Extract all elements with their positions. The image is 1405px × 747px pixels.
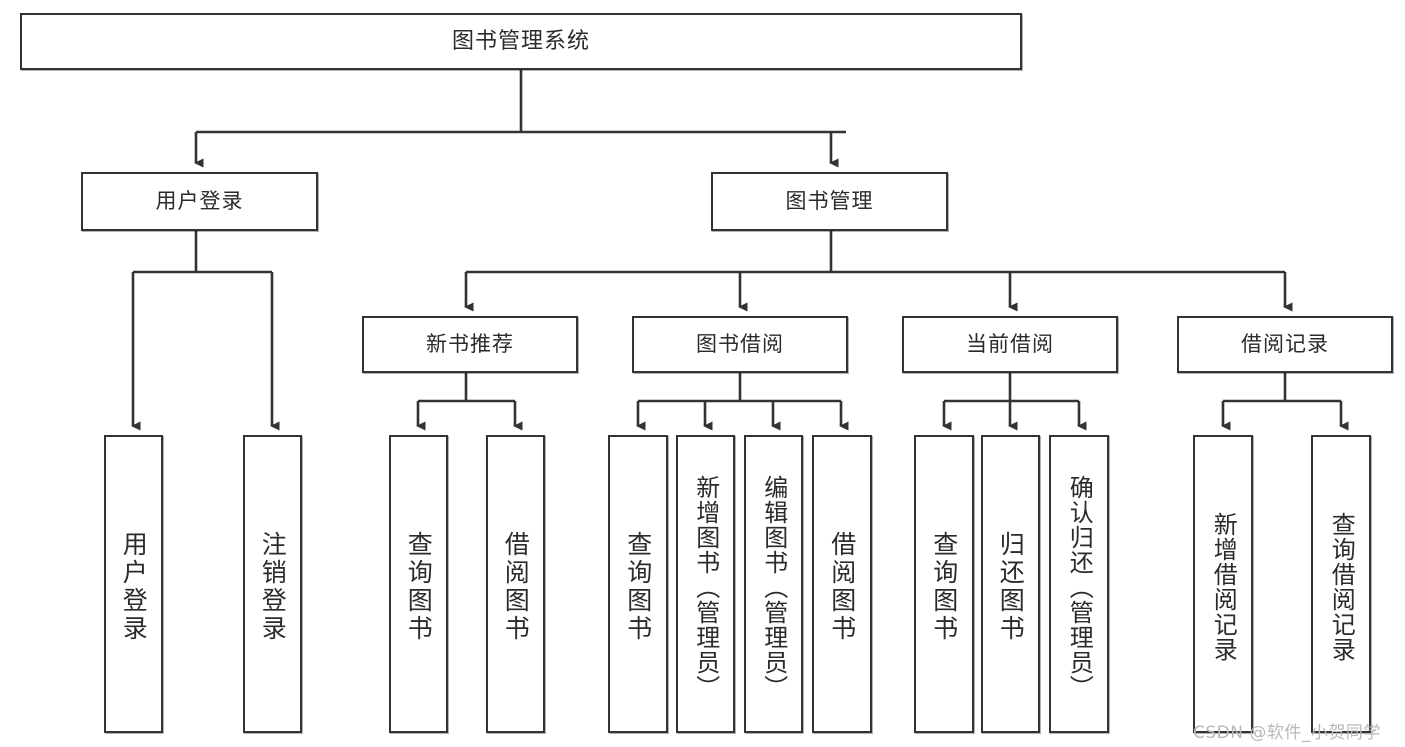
node-book-manage-label: 图书管理 bbox=[785, 189, 874, 214]
leaf-nb-query-book-label: 查询图书 bbox=[404, 531, 434, 643]
leaf-cb-return-book[interactable]: 归还图书 bbox=[981, 435, 1040, 733]
leaf-br-query-record-label: 查询借阅记录 bbox=[1327, 512, 1356, 662]
leaf-bb-add-book-admin-label: 新增图书（管理员） bbox=[691, 474, 720, 700]
node-borrow-records-label: 借阅记录 bbox=[1241, 332, 1329, 357]
leaf-bb-query-book-label: 查询图书 bbox=[623, 531, 653, 643]
node-current-borrow[interactable]: 当前借阅 bbox=[902, 316, 1118, 373]
leaf-bb-edit-book-admin-label: 编辑图书（管理员） bbox=[759, 474, 788, 700]
leaf-cb-query-book-label: 查询图书 bbox=[929, 531, 959, 643]
leaf-cb-return-book-label: 归还图书 bbox=[996, 531, 1026, 643]
node-current-borrow-label: 当前借阅 bbox=[966, 332, 1054, 357]
leaf-br-query-record[interactable]: 查询借阅记录 bbox=[1311, 435, 1371, 733]
leaf-br-add-record[interactable]: 新增借阅记录 bbox=[1193, 435, 1253, 733]
node-book-borrow-label: 图书借阅 bbox=[696, 332, 784, 357]
leaf-bb-add-book-admin[interactable]: 新增图书（管理员） bbox=[676, 435, 735, 733]
node-new-book-recommend[interactable]: 新书推荐 bbox=[362, 316, 578, 373]
leaf-cb-confirm-return-admin[interactable]: 确认归还（管理员） bbox=[1049, 435, 1109, 733]
leaf-bb-query-book[interactable]: 查询图书 bbox=[608, 435, 668, 733]
leaf-bb-edit-book-admin[interactable]: 编辑图书（管理员） bbox=[744, 435, 803, 733]
leaf-logout[interactable]: 注销登录 bbox=[243, 435, 302, 733]
node-new-book-recommend-label: 新书推荐 bbox=[426, 332, 514, 357]
leaf-br-add-record-label: 新增借阅记录 bbox=[1209, 512, 1238, 662]
leaf-cb-confirm-return-admin-label: 确认归还（管理员） bbox=[1065, 474, 1094, 700]
leaf-bb-borrow-book[interactable]: 借阅图书 bbox=[812, 435, 872, 733]
leaf-nb-borrow-book-label: 借阅图书 bbox=[501, 531, 531, 643]
node-book-manage[interactable]: 图书管理 bbox=[711, 172, 948, 231]
leaf-nb-borrow-book[interactable]: 借阅图书 bbox=[486, 435, 545, 733]
node-root-label: 图书管理系统 bbox=[451, 28, 590, 54]
node-user-login[interactable]: 用户登录 bbox=[81, 172, 318, 231]
node-book-borrow[interactable]: 图书借阅 bbox=[632, 316, 848, 373]
leaf-cb-query-book[interactable]: 查询图书 bbox=[914, 435, 974, 733]
leaf-logout-label: 注销登录 bbox=[258, 531, 288, 643]
leaf-user-login-label: 用户登录 bbox=[119, 531, 149, 643]
csdn-watermark: CSDN @软件_小贺同学 bbox=[1193, 723, 1381, 743]
leaf-user-login[interactable]: 用户登录 bbox=[104, 435, 163, 733]
leaf-bb-borrow-book-label: 借阅图书 bbox=[827, 531, 857, 643]
node-root[interactable]: 图书管理系统 bbox=[20, 13, 1022, 70]
leaf-nb-query-book[interactable]: 查询图书 bbox=[389, 435, 448, 733]
node-user-login-label: 用户登录 bbox=[155, 189, 244, 214]
node-borrow-records[interactable]: 借阅记录 bbox=[1177, 316, 1393, 373]
